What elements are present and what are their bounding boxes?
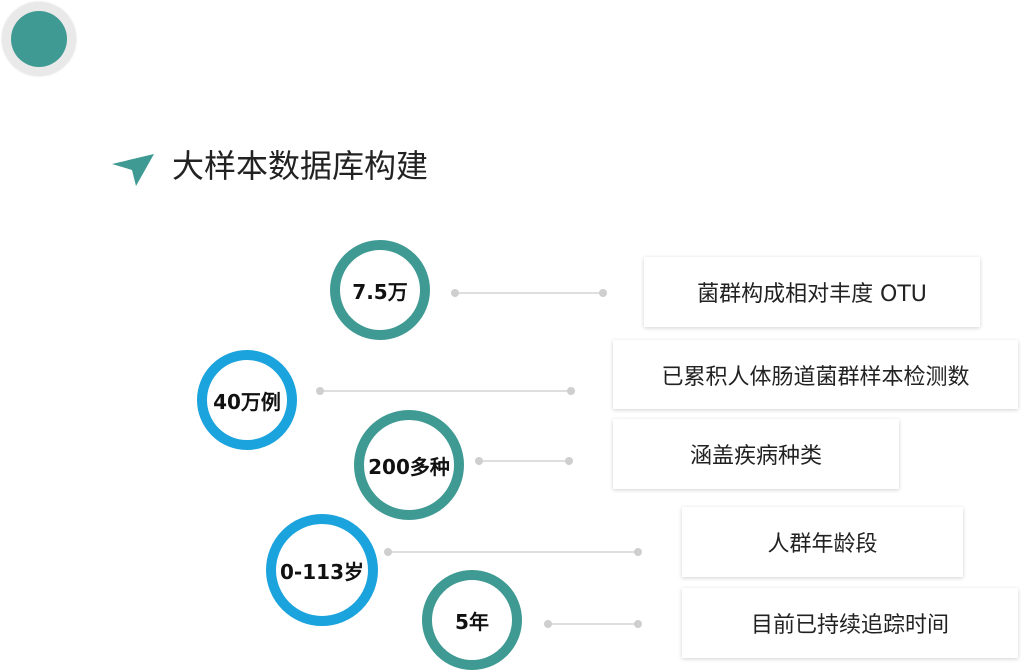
stat-value: 0-113岁 <box>280 559 364 584</box>
connector-3 <box>475 457 573 465</box>
stat-ring-2: 40万例 <box>197 350 297 450</box>
stat-label: 已累积人体肠道菌群样本检测数 <box>661 364 970 390</box>
stat-label: 涵盖疾病种类 <box>689 444 822 469</box>
stat-card-2: 已累积人体肠道菌群样本检测数 <box>613 340 1018 409</box>
page-title: 大样本数据库构建 <box>172 147 429 185</box>
stat-value: 40万例 <box>213 389 281 414</box>
connector-4 <box>384 548 642 556</box>
paper-plane-icon <box>112 154 154 186</box>
stat-label: 人群年龄段 <box>767 532 878 557</box>
connector-1 <box>451 289 607 297</box>
stat-card-5: 目前已持续追踪时间 <box>682 588 1018 658</box>
stat-ring-3: 200多种 <box>354 410 464 520</box>
stat-label: 目前已持续追踪时间 <box>750 613 949 638</box>
connector-2 <box>316 387 575 395</box>
stat-ring-1: 7.5万 <box>330 240 430 340</box>
stat-card-1: 菌群构成相对丰度 OTU <box>644 257 980 327</box>
stat-value: 7.5万 <box>352 279 408 304</box>
logo-badge <box>2 2 76 76</box>
stat-ring-5: 5年 <box>422 570 522 670</box>
logo-dot <box>11 11 67 67</box>
stat-card-4: 人群年龄段 <box>682 507 963 577</box>
stat-label: 菌群构成相对丰度 OTU <box>697 282 927 307</box>
stat-value: 200多种 <box>368 454 450 479</box>
stat-value: 5年 <box>455 609 489 634</box>
connector-5 <box>544 620 642 628</box>
stat-ring-4: 0-113岁 <box>266 514 378 626</box>
stat-card-3: 涵盖疾病种类 <box>613 419 899 489</box>
